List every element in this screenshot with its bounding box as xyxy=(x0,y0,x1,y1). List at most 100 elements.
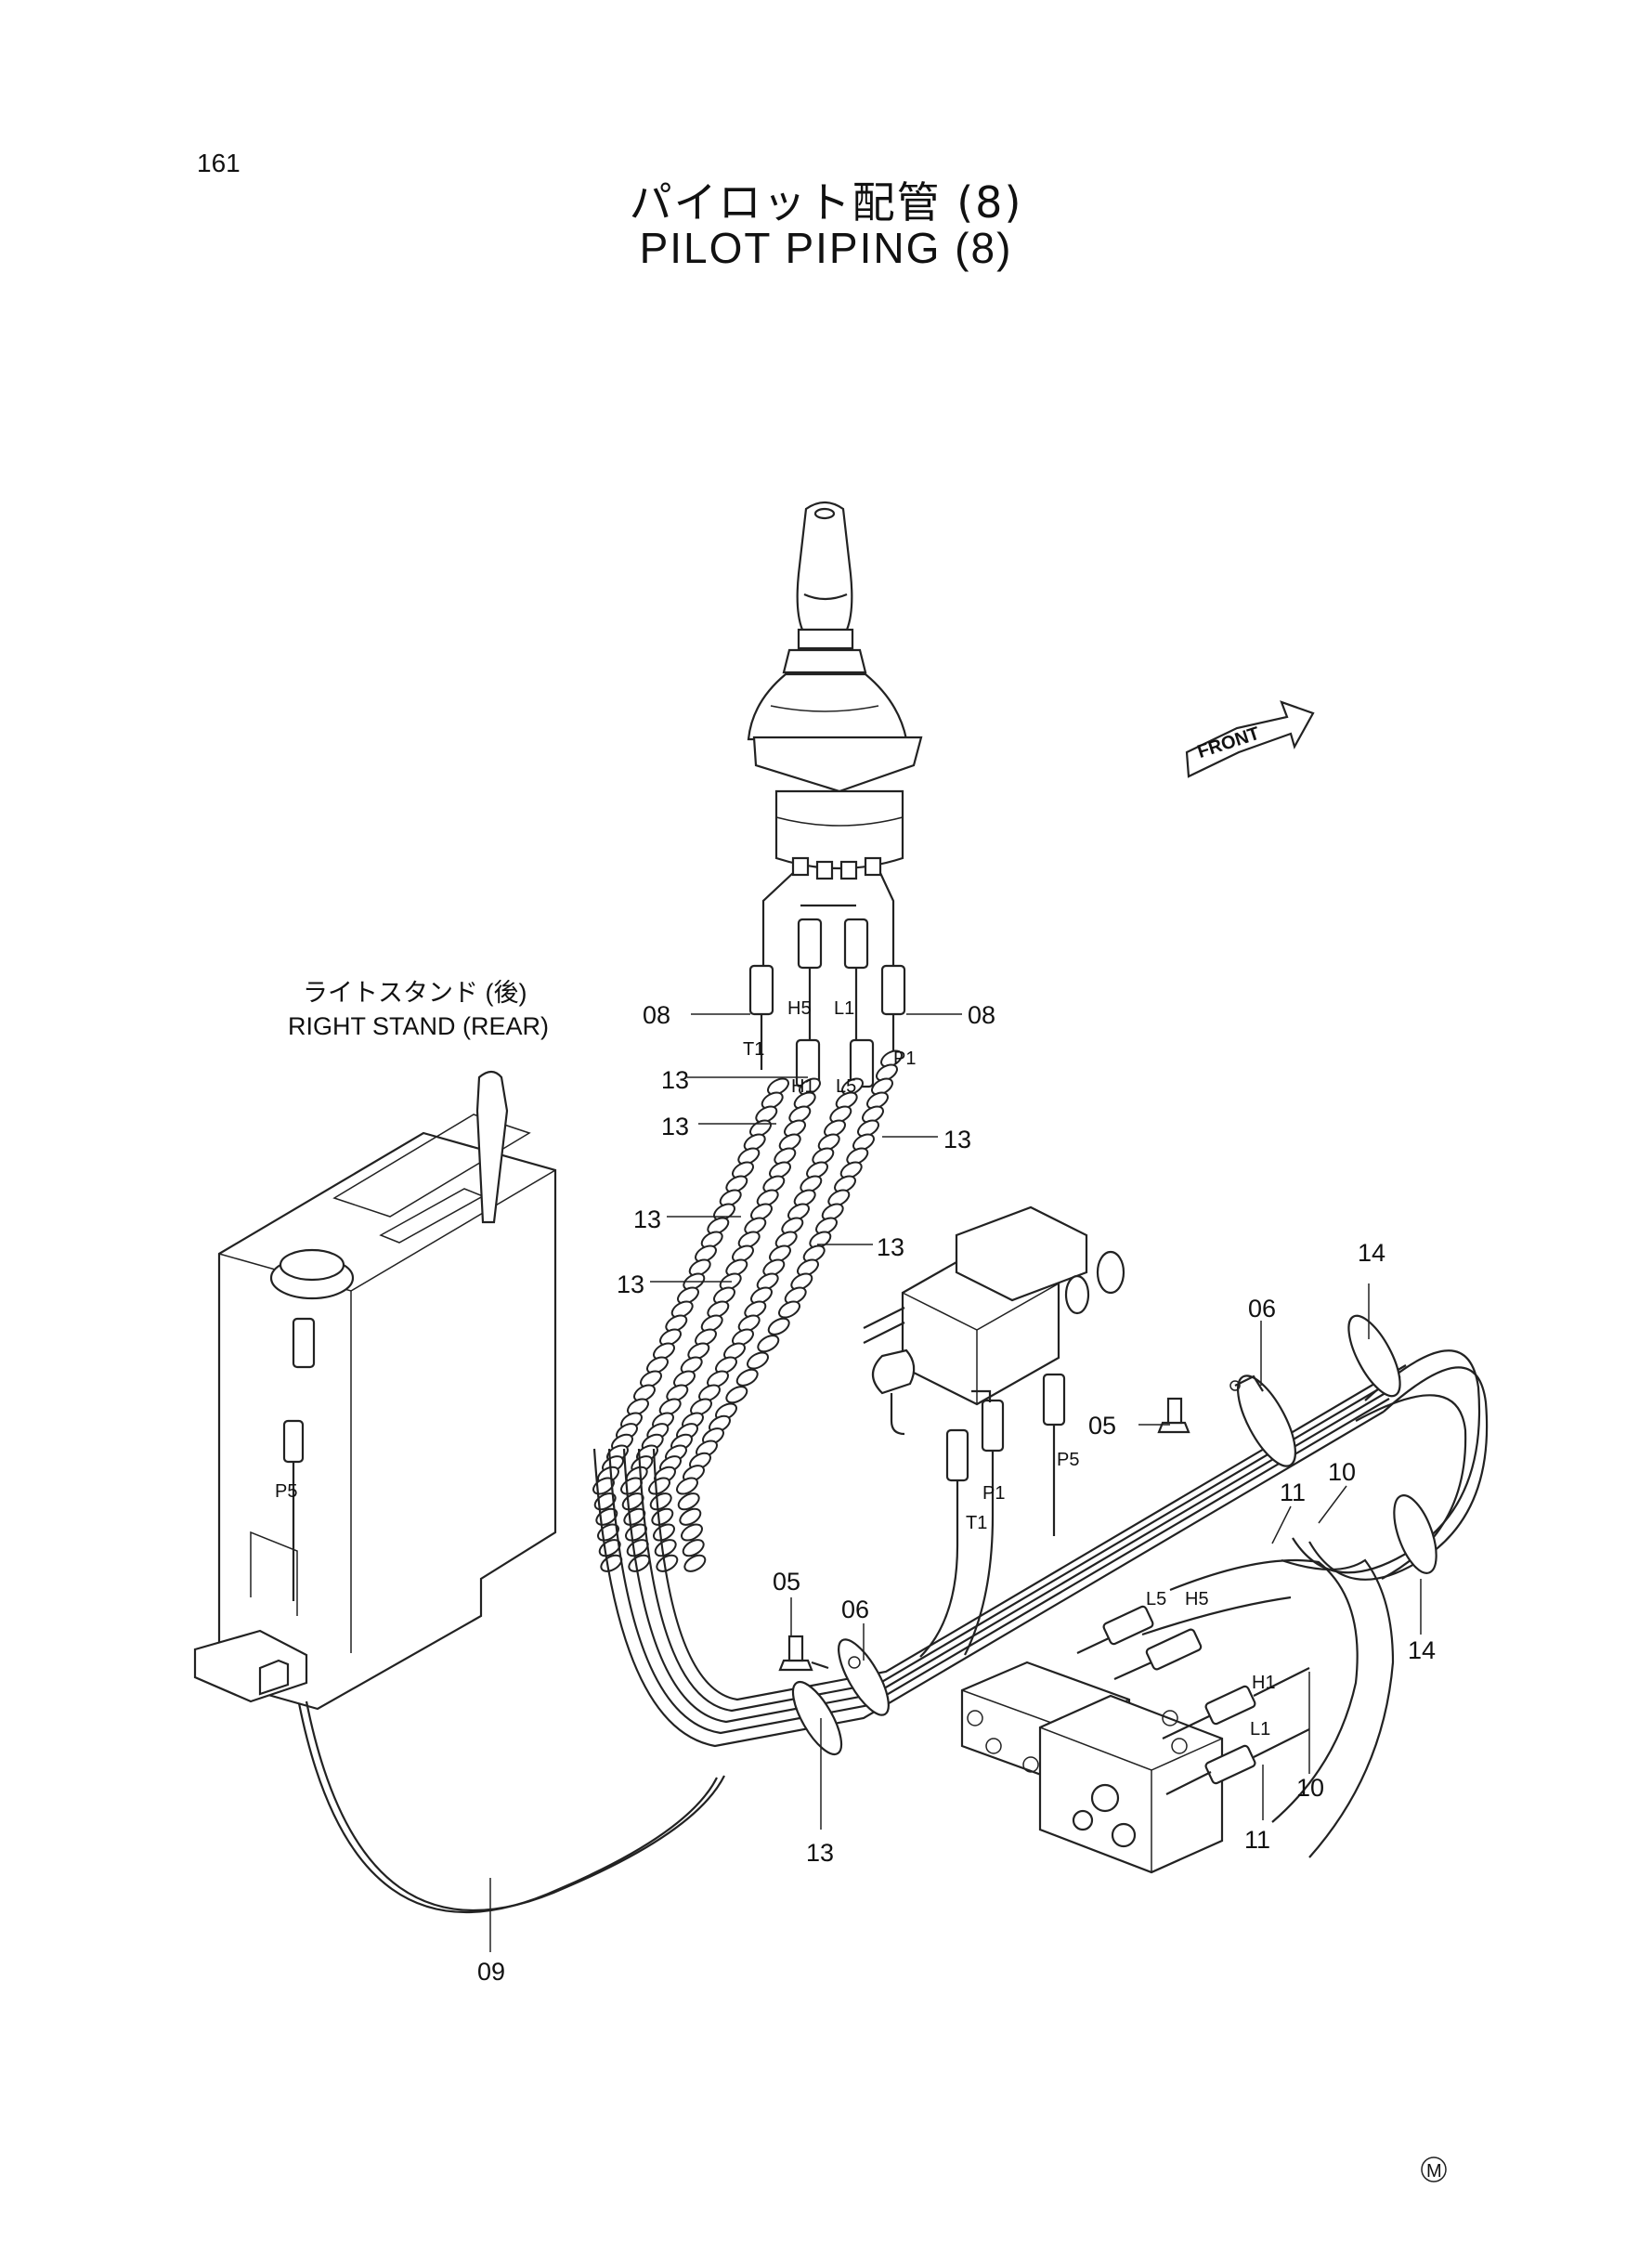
protector-coil xyxy=(835,1091,858,1110)
protector-coil xyxy=(698,1384,721,1402)
protector-coil xyxy=(857,1119,879,1138)
protector-coil xyxy=(834,1175,856,1193)
protector-coil xyxy=(640,1370,662,1388)
protector-coil xyxy=(679,1507,702,1526)
protector-coil xyxy=(719,1189,742,1207)
part-number-13: 13 xyxy=(661,1066,689,1094)
protector-coil xyxy=(806,1161,828,1179)
protector-coil xyxy=(690,1398,712,1416)
part-number-13: 13 xyxy=(617,1270,644,1298)
protector-coil xyxy=(762,1175,786,1193)
protector-coil xyxy=(695,1328,717,1347)
bolts xyxy=(778,1397,1190,1672)
port-labels: T1 H5 L1 P1 H1 L5 P5 P1 T1 P5 L5 H5 H1 L… xyxy=(275,998,1276,1739)
part-number-14: 14 xyxy=(1358,1239,1385,1267)
protector-coil xyxy=(653,1342,675,1361)
protector-coil xyxy=(793,1091,816,1110)
protector-coil xyxy=(682,1539,705,1557)
front-direction-arrow: FRONT xyxy=(1185,700,1315,778)
protector-coil xyxy=(829,1105,852,1124)
part-number-08: 08 xyxy=(643,1001,670,1029)
part-number-11: 11 xyxy=(1280,1479,1306,1506)
protector-coil xyxy=(707,1217,730,1235)
hose-09 xyxy=(297,1700,725,1913)
port-label-h1: H1 xyxy=(1252,1673,1276,1693)
protector-coil xyxy=(799,1077,821,1096)
part-number-06: 06 xyxy=(1248,1295,1276,1322)
part-number-10: 10 xyxy=(1296,1774,1324,1802)
protector-coil xyxy=(815,1217,838,1235)
solenoid-valve xyxy=(863,1205,1125,1658)
protector-coil xyxy=(756,1189,779,1207)
protector-coil xyxy=(737,1314,761,1333)
protector-coil xyxy=(817,1133,840,1152)
protector-coil xyxy=(713,1286,735,1305)
protector-coil xyxy=(750,1203,773,1221)
protector-coil xyxy=(761,1091,784,1110)
page-title-japanese: パイロット配管 (8) xyxy=(629,177,1023,228)
part-number-10: 10 xyxy=(1328,1458,1356,1486)
part-number-05: 05 xyxy=(1088,1412,1116,1440)
part-number-13: 13 xyxy=(633,1205,661,1233)
protector-coil xyxy=(723,1342,746,1361)
port-label-p5: P5 xyxy=(275,1481,297,1502)
port-label-l1: L1 xyxy=(1250,1719,1270,1739)
protector-coil xyxy=(880,1049,903,1068)
protector-coil xyxy=(744,1217,767,1235)
protector-coil xyxy=(784,1286,807,1305)
protector-coil xyxy=(658,1398,682,1416)
protector-coil xyxy=(666,1384,689,1402)
protector-coil xyxy=(757,1335,780,1353)
page-title-english: PILOT PIPING (8) xyxy=(639,224,1013,272)
protector-coil xyxy=(743,1133,766,1152)
protector-coil xyxy=(812,1147,835,1166)
protector-coil xyxy=(846,1147,869,1166)
protector-coil xyxy=(646,1356,669,1375)
protector-coil xyxy=(784,1119,806,1138)
protector-coil xyxy=(680,1356,703,1375)
protector-coil xyxy=(732,1328,754,1347)
protector-coil xyxy=(737,1231,761,1249)
part-number-13: 13 xyxy=(943,1126,971,1153)
protector-coil xyxy=(839,1161,863,1179)
protector-coil xyxy=(715,1356,737,1375)
right-stand-box xyxy=(193,1070,557,1711)
protector-coil xyxy=(841,1077,864,1096)
protector-coil xyxy=(687,1342,710,1361)
part-number-08: 08 xyxy=(968,1001,995,1029)
part-number-14: 14 xyxy=(1408,1636,1436,1664)
protector-coil xyxy=(735,1368,759,1387)
m-mark: M xyxy=(1421,2156,1447,2182)
protector-coil xyxy=(774,1147,797,1166)
part-number-06: 06 xyxy=(841,1596,869,1623)
protector-coil xyxy=(659,1328,682,1347)
protector-coil xyxy=(821,1203,844,1221)
port-label-l5: L5 xyxy=(1146,1589,1166,1609)
port-label-l5: L5 xyxy=(836,1076,856,1097)
protector-coil xyxy=(781,1217,804,1235)
protector-coil xyxy=(762,1258,786,1277)
protector-coil xyxy=(725,1175,748,1193)
protector-coil xyxy=(732,1244,754,1263)
m-mark-letter: M xyxy=(1426,2161,1442,2182)
protector-coil xyxy=(866,1091,889,1110)
part-number-11: 11 xyxy=(1244,1826,1270,1854)
protector-coil xyxy=(852,1133,875,1152)
port-label-t1: T1 xyxy=(966,1513,987,1533)
stand-label-english: RIGHT STAND (REAR) xyxy=(288,1012,549,1040)
protector-coil xyxy=(802,1244,826,1263)
protector-coil xyxy=(871,1077,893,1096)
port-label-p1: P1 xyxy=(982,1483,1005,1504)
protector-coil xyxy=(732,1161,754,1179)
protector-coil xyxy=(800,1175,823,1193)
page-number: 161 xyxy=(197,149,241,177)
part-number-09: 09 xyxy=(477,1958,505,1986)
protector-coil xyxy=(707,1370,729,1388)
protector-coil xyxy=(695,1244,717,1263)
protector-coil xyxy=(700,1231,723,1249)
stand-label: ライトスタンド (後) RIGHT STAND (REAR) xyxy=(288,979,549,1040)
protector-coil xyxy=(769,1244,791,1263)
protector-coil xyxy=(790,1272,813,1291)
protector-coil xyxy=(665,1314,688,1333)
protector-coil xyxy=(755,1105,778,1124)
